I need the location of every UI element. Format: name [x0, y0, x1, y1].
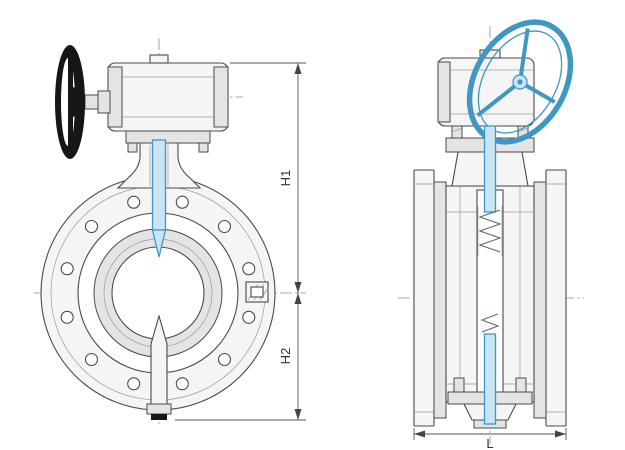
front-bolt-holes	[60, 195, 256, 391]
stem-spring-upper	[478, 209, 502, 253]
l-label: L	[486, 436, 493, 450]
stem-spring-lower	[480, 313, 500, 333]
front-stem	[151, 139, 167, 258]
side-stem-lower	[480, 313, 500, 425]
side-gearbox	[437, 49, 535, 127]
front-side-lug	[245, 281, 269, 303]
front-valve-body	[40, 175, 276, 411]
front-handwheel	[55, 45, 111, 159]
side-handwheel	[466, 19, 574, 145]
h2-label: H2	[278, 348, 293, 365]
dimension-h: H1 H2	[175, 62, 306, 421]
front-lower-trunnion	[146, 313, 172, 420]
side-flange-left	[413, 169, 447, 427]
side-flange-right	[533, 169, 567, 427]
side-view: L	[398, 19, 584, 450]
dimension-l: L	[413, 428, 567, 450]
front-view: H1 H2	[34, 38, 306, 424]
h1-label: H1	[278, 170, 293, 187]
side-stem-upper	[477, 125, 503, 256]
front-gearbox	[107, 54, 229, 153]
